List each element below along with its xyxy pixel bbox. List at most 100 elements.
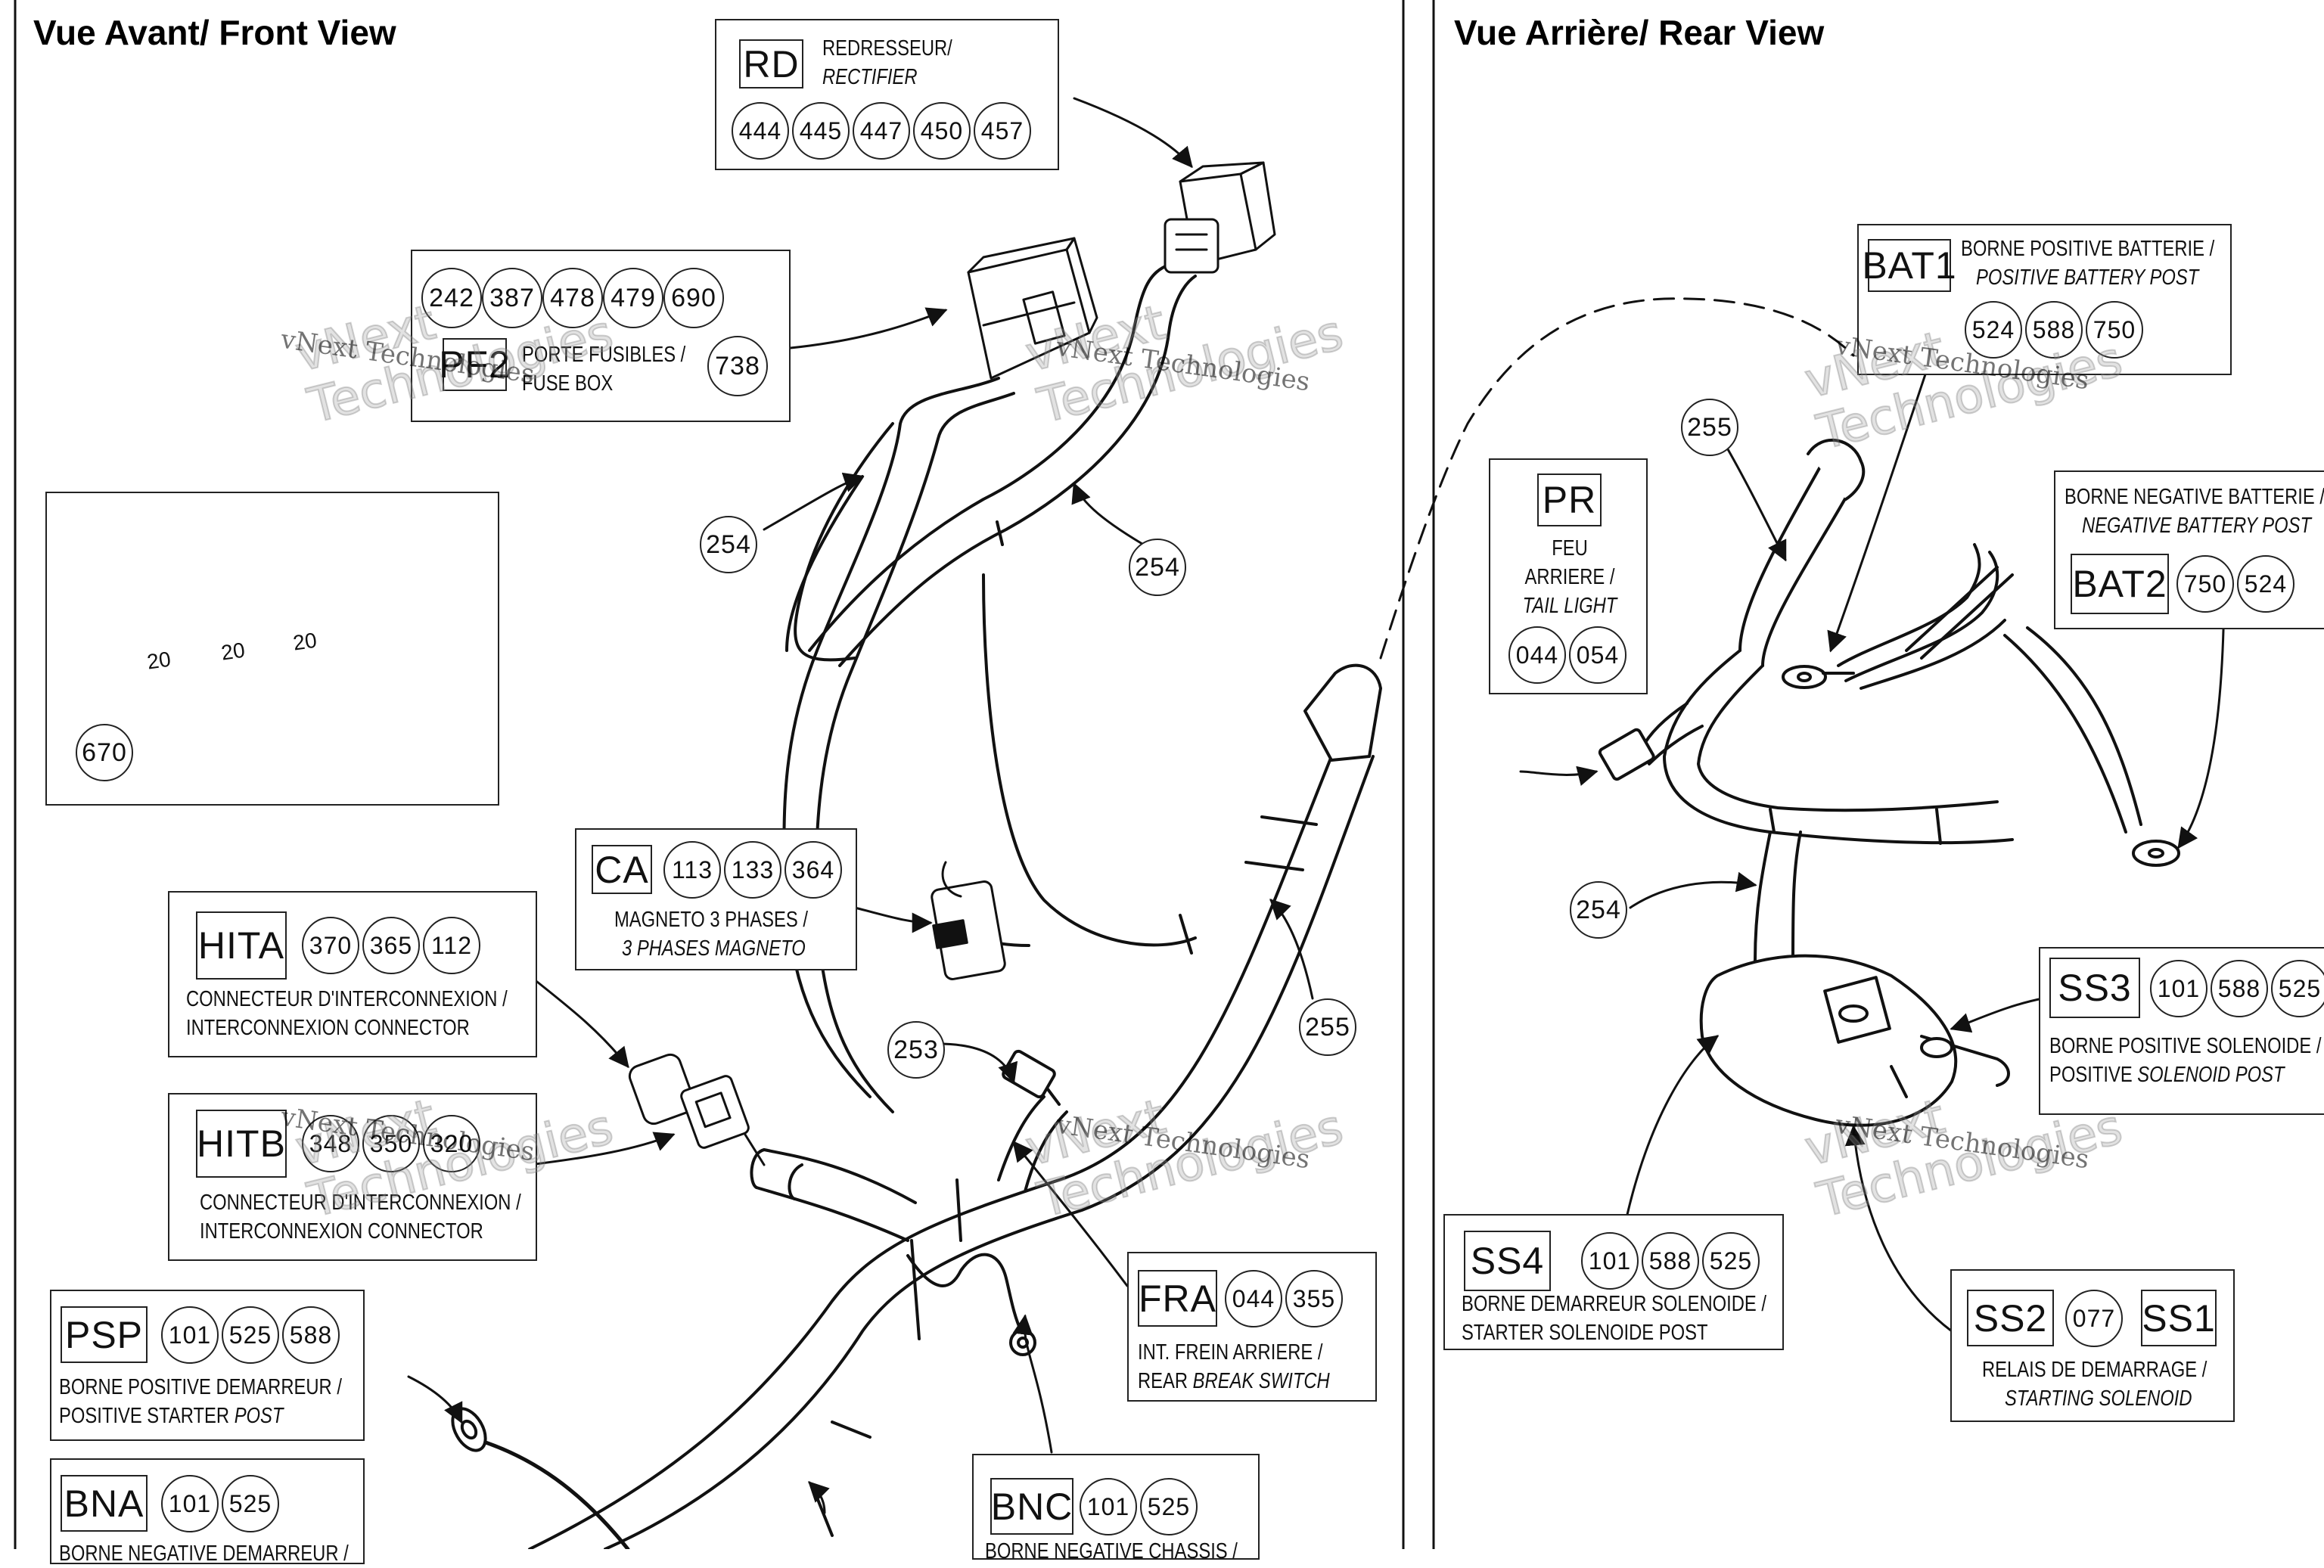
circuit-044-fra: 044 [1225, 1270, 1282, 1327]
ref-255-rear: 255 [1681, 399, 1738, 456]
circuit-447: 447 [853, 102, 910, 160]
code-pf2: PF2 [439, 338, 510, 391]
circuit-101-psp: 101 [161, 1306, 219, 1364]
code-bat1: BAT1 [1862, 239, 1956, 292]
fuse-box-drawing [967, 237, 1098, 380]
ss3-en-a: POSITIVE [2049, 1063, 2138, 1087]
label-tail-light: PR FEU ARRIERE / TAIL LIGHT 044 054 [1489, 458, 1648, 694]
ss-en: STARTING SOLENOID [2005, 1386, 2192, 1411]
ss-fr: RELAIS DE DEMARRAGE / [1982, 1358, 2207, 1382]
circuit-588-bat1: 588 [2025, 301, 2083, 359]
circuit-112: 112 [423, 917, 480, 974]
circuit-457: 457 [974, 102, 1031, 160]
label-rectifier: RD REDRESSEUR/ RECTIFIER 444 445 447 450… [715, 19, 1059, 170]
label-fuse-box: 242 387 478 479 690 PF2 PORTE FUSIBLES /… [411, 250, 791, 422]
circuit-524-bat2: 524 [2237, 555, 2294, 613]
circuit-525-ss3: 525 [2271, 960, 2324, 1017]
magneto-en: 3 PHASES MAGNETO [622, 936, 806, 961]
front-view-title: Vue Avant/ Front View [33, 13, 396, 52]
rectifier-fr: REDRESSEUR/ [822, 36, 952, 61]
circuit-750-bat1: 750 [2086, 301, 2143, 359]
ref-254-left: 254 [700, 516, 757, 573]
circuit-044-pr: 044 [1508, 626, 1566, 684]
code-ss2: SS2 [1967, 1290, 2054, 1346]
label-bnc: BNC 101 525 BORNE NEGATIVE CHASSIS / [972, 1454, 1260, 1563]
circuit-348: 348 [302, 1115, 359, 1172]
magneto-connector-drawing [931, 861, 1006, 980]
circuit-445: 445 [792, 102, 850, 160]
fuse-20-a: 20 [145, 647, 172, 674]
ref-253: 253 [887, 1021, 945, 1079]
circuit-525-ss4: 525 [1702, 1232, 1760, 1290]
pr-l1: FEU [1552, 536, 1588, 560]
bat2-en: NEGATIVE BATTERY POST [2082, 514, 2312, 538]
circuit-750-bat2: 750 [2176, 555, 2234, 613]
circuit-450: 450 [913, 102, 971, 160]
code-ca: CA [592, 845, 652, 894]
circuit-350: 350 [362, 1115, 420, 1172]
code-psp: PSP [61, 1306, 148, 1363]
circuit-588-ss4: 588 [1642, 1232, 1699, 1290]
circuit-478: 478 [542, 268, 603, 328]
code-pr: PR [1537, 474, 1602, 526]
hita-fr: CONNECTEUR D'INTERCONNEXION / [186, 987, 508, 1011]
label-hita: HITA 370 365 112 CONNECTEUR D'INTERCONNE… [168, 891, 537, 1057]
circuit-133: 133 [724, 841, 781, 899]
circuit-364: 364 [785, 841, 842, 899]
ss4-en: STARTER SOLENOIDE POST [1462, 1321, 1708, 1345]
psp-en: POSITIVE STARTER POST [59, 1402, 283, 1430]
label-starting-solenoid: SS2 077 SS1 RELAIS DE DEMARRAGE / STARTI… [1950, 1269, 2235, 1422]
label-bna: BNA 101 525 BORNE NEGATIVE DEMARREUR / [50, 1458, 365, 1566]
pr-l3: TAIL LIGHT [1522, 594, 1617, 618]
circuit-242: 242 [421, 268, 482, 328]
circuit-113: 113 [663, 841, 721, 899]
rear-view-title: Vue Arrière/ Rear View [1454, 13, 1825, 52]
fra-en-b: BREAK SWITCH [1192, 1369, 1330, 1393]
circuit-054: 054 [1569, 626, 1626, 684]
psp-fr: BORNE POSITIVE DEMARREUR / [59, 1375, 342, 1399]
code-ss1: SS1 [2141, 1290, 2217, 1346]
label-psp: PSP 101 525 588 BORNE POSITIVE DEMARREUR… [50, 1290, 365, 1441]
bat2-fr: BORNE NEGATIVE BATTERIE / [2065, 485, 2324, 509]
circuit-690: 690 [663, 268, 724, 328]
code-ss4: SS4 [1464, 1231, 1551, 1291]
circuit-320: 320 [423, 1115, 480, 1172]
circuit-588-ss3: 588 [2211, 960, 2268, 1017]
fra-en-a: REAR [1138, 1369, 1193, 1393]
circuit-355: 355 [1285, 1270, 1343, 1327]
circuit-370: 370 [302, 917, 359, 974]
ss3-en: POSITIVE SOLENOID POST [2049, 1060, 2285, 1089]
ref-255-front: 255 [1299, 998, 1356, 1056]
circuit-525-bna: 525 [222, 1475, 279, 1532]
label-magneto: CA 113 133 364 MAGNETO 3 PHASES / 3 PHAS… [575, 828, 857, 970]
hitb-en: INTERCONNEXION CONNECTOR [200, 1219, 483, 1244]
label-bat2: BORNE NEGATIVE BATTERIE / NEGATIVE BATTE… [2054, 470, 2324, 629]
front-harness [451, 263, 1382, 1549]
circuit-101-ss4: 101 [1581, 1232, 1639, 1290]
bat1-fr: BORNE POSITIVE BATTERIE / [1961, 237, 2215, 261]
code-hita: HITA [196, 911, 287, 980]
label-ss4: SS4 101 588 525 BORNE DEMARREUR SOLENOID… [1443, 1214, 1784, 1350]
magneto-fr: MAGNETO 3 PHASES / [614, 908, 808, 932]
fuse-20-c: 20 [291, 628, 318, 655]
fra-en: REAR BREAK SWITCH [1138, 1367, 1330, 1396]
bna-fr: BORNE NEGATIVE DEMARREUR / [59, 1542, 349, 1566]
label-fra: FRA 044 355 INT. FREIN ARRIERE / REAR BR… [1127, 1252, 1377, 1402]
circuit-365: 365 [362, 917, 420, 974]
bat1-en: POSITIVE BATTERY POST [1976, 265, 2199, 290]
hitb-fr: CONNECTEUR D'INTERCONNEXION / [200, 1191, 521, 1215]
hita-en: INTERCONNEXION CONNECTOR [186, 1016, 470, 1040]
fra-fr: INT. FREIN ARRIERE / [1138, 1340, 1323, 1365]
circuit-588-psp: 588 [282, 1306, 340, 1364]
label-hitb: HITB 348 350 320 CONNECTEUR D'INTERCONNE… [168, 1093, 537, 1261]
code-bat2: BAT2 [2071, 554, 2169, 614]
circuit-077: 077 [2065, 1290, 2123, 1347]
fuse-box-fr: PORTE FUSIBLES / [522, 343, 686, 367]
ref-670: 670 [76, 724, 133, 781]
ss3-fr: BORNE POSITIVE SOLENOIDE / [2049, 1034, 2322, 1058]
code-bna: BNA [61, 1475, 148, 1532]
code-ss3: SS3 [2049, 958, 2140, 1018]
circuit-479: 479 [603, 268, 663, 328]
circuit-101-ss3: 101 [2150, 960, 2207, 1017]
interconnect-connectors-drawing [628, 1053, 766, 1166]
